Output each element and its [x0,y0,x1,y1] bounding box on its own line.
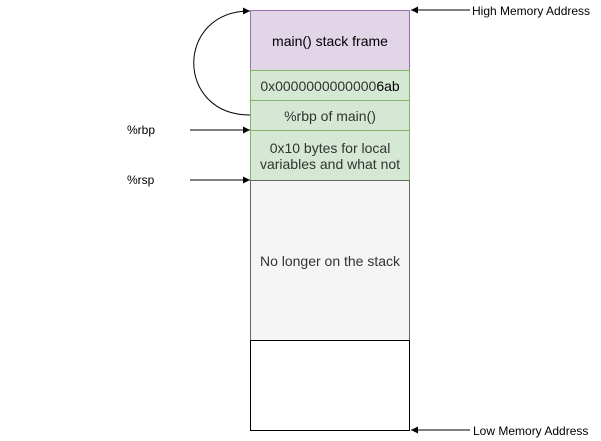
saved-rbp-text: %rbp of main() [284,107,376,124]
local-variables-text: 0x10 bytes for local variables and what … [259,139,401,172]
low-memory-label: Low Memory Address [473,424,589,438]
high-memory-label: High Memory Address [472,4,591,18]
empty-memory-box [250,340,410,431]
freed-stack-box: No longer on the stack [250,180,410,341]
return-address-text: 0x00000000000006ab [260,78,399,94]
saved-rbp-link-arrow [193,7,251,116]
return-address-box: 0x00000000000006ab [250,70,410,101]
rbp-label: %rbp [127,123,156,137]
local-variables-box: 0x10 bytes for local variables and what … [250,130,410,181]
main-stack-frame-text: main() stack frame [272,32,388,49]
main-stack-frame-box: main() stack frame [250,10,410,71]
freed-stack-text: No longer on the stack [259,252,401,269]
return-address-prefix: 0x0000000000000 [260,77,377,94]
rsp-label: %rsp [127,173,155,187]
return-address-suffix: 6ab [376,77,400,94]
saved-rbp-box: %rbp of main() [250,100,410,131]
